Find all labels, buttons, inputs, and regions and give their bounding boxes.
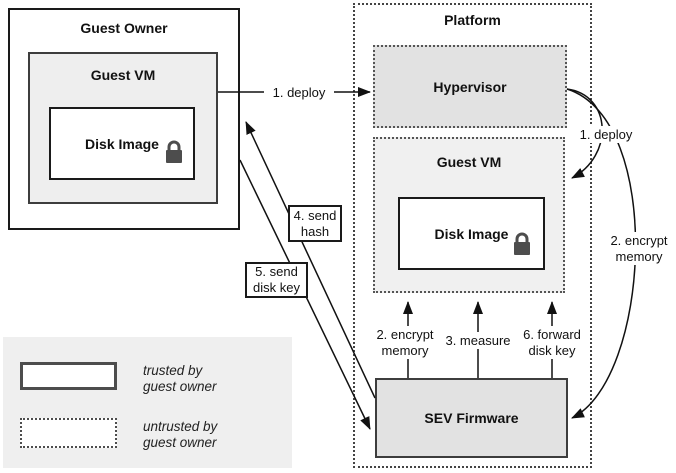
guest-vm-right-title: Guest VM xyxy=(436,154,502,170)
legend-untrusted-label: untrusted by guest owner xyxy=(143,419,218,450)
sev-firmware-box: SEV Firmware xyxy=(375,378,568,458)
disk-image-left-box: Disk Image xyxy=(49,107,195,180)
label-deploy: 1. deploy xyxy=(573,126,639,143)
label-send-hash: 4. send hash xyxy=(288,205,342,242)
legend-trusted-swatch xyxy=(20,362,117,390)
disk-image-right-box: Disk Image xyxy=(398,197,545,270)
legend-box: trusted by guest owner untrusted by gues… xyxy=(3,337,292,468)
label-measure: 3. measure xyxy=(441,332,515,349)
legend-untrusted-swatch xyxy=(20,418,117,448)
guest-vm-left-title: Guest VM xyxy=(90,67,156,83)
label-send-disk-key: 5. send disk key xyxy=(245,262,308,298)
label-encrypt-memory: 2. encrypt memory xyxy=(370,326,440,359)
hypervisor-box: Hypervisor xyxy=(373,45,567,128)
disk-image-right-title: Disk Image xyxy=(434,225,509,242)
disk-image-left-title: Disk Image xyxy=(85,135,159,152)
platform-title: Platform xyxy=(444,12,501,28)
label-encrypt-memory: 2. encrypt memory xyxy=(604,232,674,265)
lock-icon xyxy=(512,231,532,262)
lock-icon xyxy=(164,139,184,170)
guest-owner-title: Guest Owner xyxy=(80,20,168,36)
legend-trusted-label: trusted by guest owner xyxy=(143,363,217,394)
label-forward-disk-key: 6. forward disk key xyxy=(515,326,589,359)
label-deploy: 1. deploy xyxy=(264,84,334,101)
